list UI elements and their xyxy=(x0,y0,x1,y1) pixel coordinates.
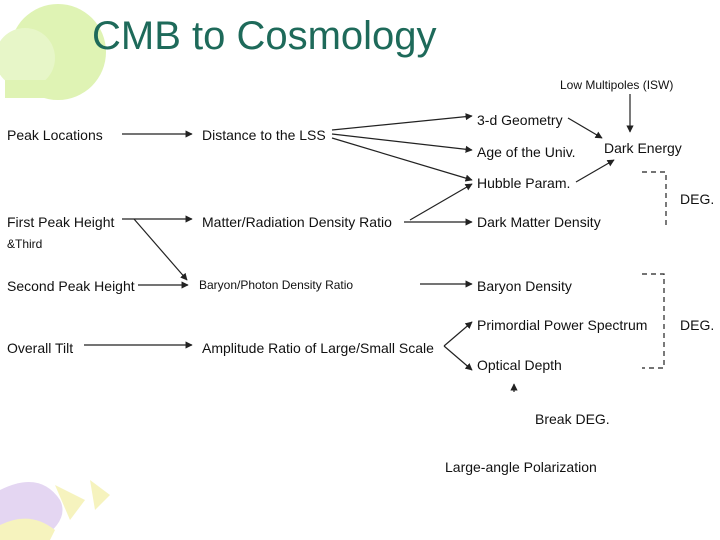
label-matter-radiation-ratio: Matter/Radiation Density Ratio xyxy=(202,214,392,230)
label-deg-lower: DEG. xyxy=(680,317,715,333)
arrow-distance-to-age xyxy=(331,133,473,153)
label-optical-depth: Optical Depth xyxy=(477,357,562,373)
label-primordial-power-spectrum: Primordial Power Spectrum xyxy=(477,317,648,333)
label-distance-lss: Distance to the LSS xyxy=(202,127,326,143)
label-age-univ: Age of the Univ. xyxy=(477,144,576,160)
label-second-peak-height: Second Peak Height xyxy=(7,278,135,294)
arrow-matter-to-hubble xyxy=(409,183,473,221)
label-baryon-density: Baryon Density xyxy=(477,278,572,294)
label-dark-matter-density: Dark Matter Density xyxy=(477,214,601,230)
arrow-amplitude-to-optical xyxy=(443,345,473,371)
label-large-angle-polarization: Large-angle Polarization xyxy=(445,459,597,475)
decor-bottom-left xyxy=(0,480,110,540)
label-3d-geometry: 3-d Geometry xyxy=(477,112,563,128)
label-overall-tilt: Overall Tilt xyxy=(7,340,74,356)
page-title: CMB to Cosmology xyxy=(92,14,437,58)
label-amplitude-ratio: Amplitude Ratio of Large/Small Scale xyxy=(202,340,434,356)
decor-top-left xyxy=(0,4,106,100)
deg-bracket-upper xyxy=(642,171,667,226)
arrow-geometry-to-darkenergy xyxy=(567,117,603,139)
label-deg-upper: DEG. xyxy=(680,191,715,207)
label-third: &Third xyxy=(7,237,43,251)
arrow-distance-to-hubble xyxy=(331,137,473,182)
arrow-distance-to-geometry xyxy=(331,113,473,131)
label-low-multipoles: Low Multipoles (ISW) xyxy=(560,78,674,92)
label-peak-locations: Peak Locations xyxy=(7,127,103,143)
deg-bracket-lower xyxy=(642,273,665,369)
arrow-amplitude-to-primordial xyxy=(443,321,473,347)
arrow-hubble-to-darkenergy xyxy=(575,159,615,183)
label-dark-energy: Dark Energy xyxy=(604,140,682,156)
label-baryon-photon-ratio: Baryon/Photon Density Ratio xyxy=(199,278,354,292)
arrow-firstpeak-to-baryon-photon xyxy=(133,218,188,281)
label-first-peak-height: First Peak Height xyxy=(7,214,115,230)
label-hubble-param: Hubble Param. xyxy=(477,175,571,191)
label-break-deg: Break DEG. xyxy=(535,411,610,427)
